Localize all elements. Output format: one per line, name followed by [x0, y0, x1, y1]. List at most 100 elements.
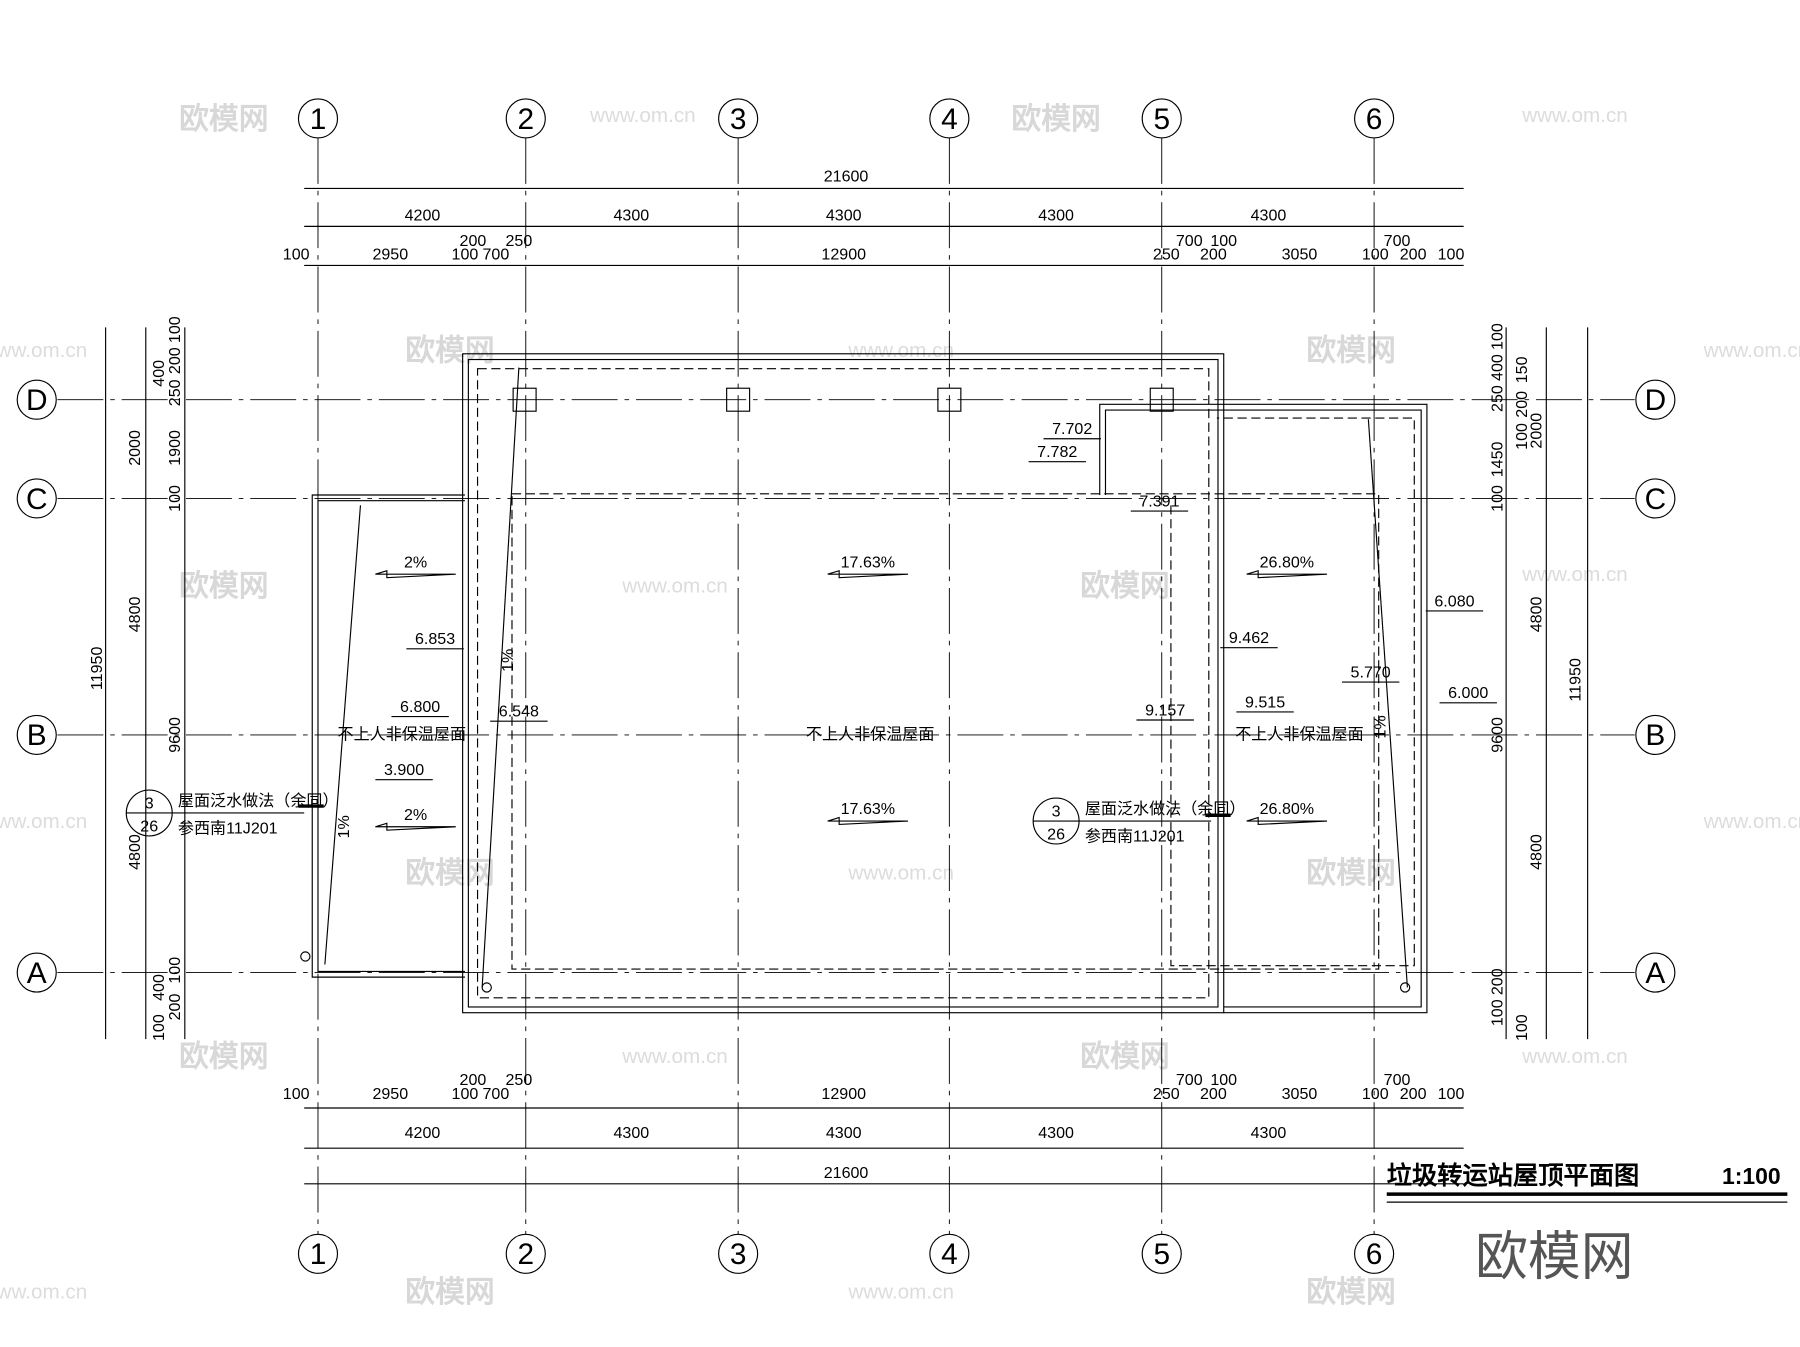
- dim-top-text: 200: [1200, 246, 1227, 264]
- dim-right-text: 100: [1489, 323, 1507, 350]
- grid-bubble-1: [297, 98, 339, 139]
- slope-arrow: [827, 569, 909, 579]
- building-outline: [298, 353, 1428, 1014]
- dim-right-text: 400: [1489, 354, 1507, 381]
- dim-left-text: 11950: [88, 647, 106, 691]
- dim-right-text: 100: [1513, 423, 1531, 450]
- elevation-mark: 9.462: [1229, 629, 1269, 647]
- dim-bottom-text: 100: [1438, 1085, 1465, 1103]
- grid-label-C: C: [26, 483, 48, 516]
- title-name: 垃圾转运站屋顶平面图: [1387, 1161, 1640, 1190]
- dim-right-text: 4800: [1528, 834, 1546, 870]
- dim-top-text: 700: [483, 246, 510, 264]
- grid-label-2: 2: [517, 103, 534, 136]
- grid-label-6: 6: [1366, 103, 1383, 136]
- dim-top-text: 250: [505, 232, 532, 250]
- dim-top-text: 100: [283, 246, 310, 264]
- dim-right-text: 250: [1489, 385, 1507, 412]
- dim-top-text: 700: [1384, 232, 1411, 250]
- grid-bubble-B: [16, 714, 57, 756]
- elevation-mark: 9.157: [1145, 701, 1185, 719]
- drawing-title: 垃圾转运站屋顶平面图 1:100 欧模网: [1386, 1161, 1788, 1286]
- grid-label-6: 6: [1366, 1238, 1383, 1271]
- grid-bubble-D: [16, 379, 57, 420]
- dim-left-text: 250: [166, 379, 184, 406]
- watermark-text: 欧模网: [1306, 857, 1395, 890]
- grid-label-A: A: [1645, 957, 1665, 990]
- dim-left-text: 9600: [166, 717, 184, 753]
- watermark-url: www.om.cn: [847, 862, 954, 885]
- roof-type-label: 不上人非保温屋面: [338, 726, 467, 744]
- grid-label-4: 4: [941, 1238, 958, 1271]
- grid-bubble-2: [505, 1233, 546, 1274]
- dim-top-text: 4300: [1038, 207, 1074, 225]
- elevation-mark: 7.391: [1139, 492, 1179, 510]
- dim-right-text: 11950: [1567, 658, 1585, 702]
- watermark-url: www.om.cn: [847, 339, 954, 362]
- grid-label-A: A: [27, 957, 47, 990]
- dim-bottom-text: 200: [1400, 1085, 1427, 1103]
- dim-top-text: 700: [1176, 232, 1203, 250]
- dim-top-text: 4300: [1251, 207, 1287, 225]
- dim-bottom-text: 21600: [824, 1164, 869, 1182]
- dim-bottom-text: 100: [283, 1085, 310, 1103]
- dim-bottom-text: 100: [452, 1085, 479, 1103]
- grid-bubble-B: [1635, 714, 1676, 756]
- dim-top-text: 2950: [372, 246, 408, 264]
- grid-bubble-6: [1354, 1233, 1395, 1274]
- grid-bubble-4: [929, 1233, 970, 1274]
- dim-top-text: 200: [460, 232, 487, 250]
- dim-top-text: 21600: [824, 168, 869, 186]
- watermark-text: 欧模网: [1080, 1041, 1169, 1074]
- watermark-url: www.om.cn: [0, 810, 87, 833]
- dim-left-text: 4800: [126, 596, 144, 632]
- dim-left-text: 200: [166, 347, 184, 374]
- detail-ref-sheet: 26: [1047, 825, 1065, 843]
- watermark-text: 欧模网: [1306, 335, 1395, 368]
- slope-label: 2%: [404, 553, 427, 571]
- grid-bubble-3: [718, 98, 759, 139]
- dim-bottom-text: 4300: [614, 1124, 650, 1142]
- watermark-logo: 欧模网: [1475, 1227, 1633, 1286]
- grid-label-3: 3: [730, 1238, 747, 1271]
- slope-arrow: [827, 816, 909, 826]
- watermark-text: 欧模网: [1306, 1276, 1395, 1309]
- watermark-text: 欧模网: [1011, 103, 1100, 136]
- dim-bottom-text: 250: [1153, 1085, 1180, 1103]
- dim-left-text: 100: [166, 485, 184, 512]
- slope-label: 26.80%: [1260, 553, 1314, 571]
- grid-label-D: D: [1645, 384, 1667, 417]
- watermark-text: 欧模网: [179, 1041, 268, 1074]
- grid-label-4: 4: [941, 103, 958, 136]
- elevation-mark: 6.548: [499, 703, 539, 721]
- dim-top-text: 3050: [1282, 246, 1318, 264]
- watermark-url: www.om.cn: [1703, 810, 1800, 833]
- watermark-url: www.om.cn: [589, 104, 696, 127]
- dim-bottom-text: 700: [1176, 1071, 1203, 1089]
- grid-bubble-6: [1354, 98, 1395, 139]
- watermark-url: www.om.cn: [621, 1045, 728, 1068]
- dim-left-text: 400: [150, 974, 168, 1001]
- grid-label-B: B: [27, 719, 47, 752]
- grid-bubble-C: [1635, 478, 1676, 519]
- detail-ref-sheet: 26: [140, 817, 158, 835]
- grid-label-C: C: [1645, 483, 1667, 516]
- elevation-mark: 5.770: [1351, 664, 1391, 682]
- dim-bottom-text: 4200: [405, 1124, 441, 1142]
- dim-top-text: 4300: [826, 207, 862, 225]
- grid-label-2: 2: [517, 1238, 534, 1271]
- dim-top-text: 12900: [821, 246, 866, 264]
- dim-right-text: 4800: [1528, 596, 1546, 632]
- watermark-url: www.om.cn: [0, 339, 87, 362]
- slope-arrow: [375, 569, 456, 579]
- dim-bottom-text: 250: [505, 1071, 532, 1089]
- grid-label-3: 3: [730, 103, 747, 136]
- slope-label: 17.63%: [841, 553, 895, 571]
- slope-label: 2%: [404, 806, 427, 824]
- elevation-mark: 7.782: [1037, 443, 1077, 461]
- slope-label: 26.80%: [1260, 800, 1314, 818]
- detail-ref-note: 屋面泛水做法（余同）: [178, 791, 339, 810]
- slope-label: 1%: [1372, 715, 1390, 738]
- dim-right-text: 100: [1489, 999, 1507, 1026]
